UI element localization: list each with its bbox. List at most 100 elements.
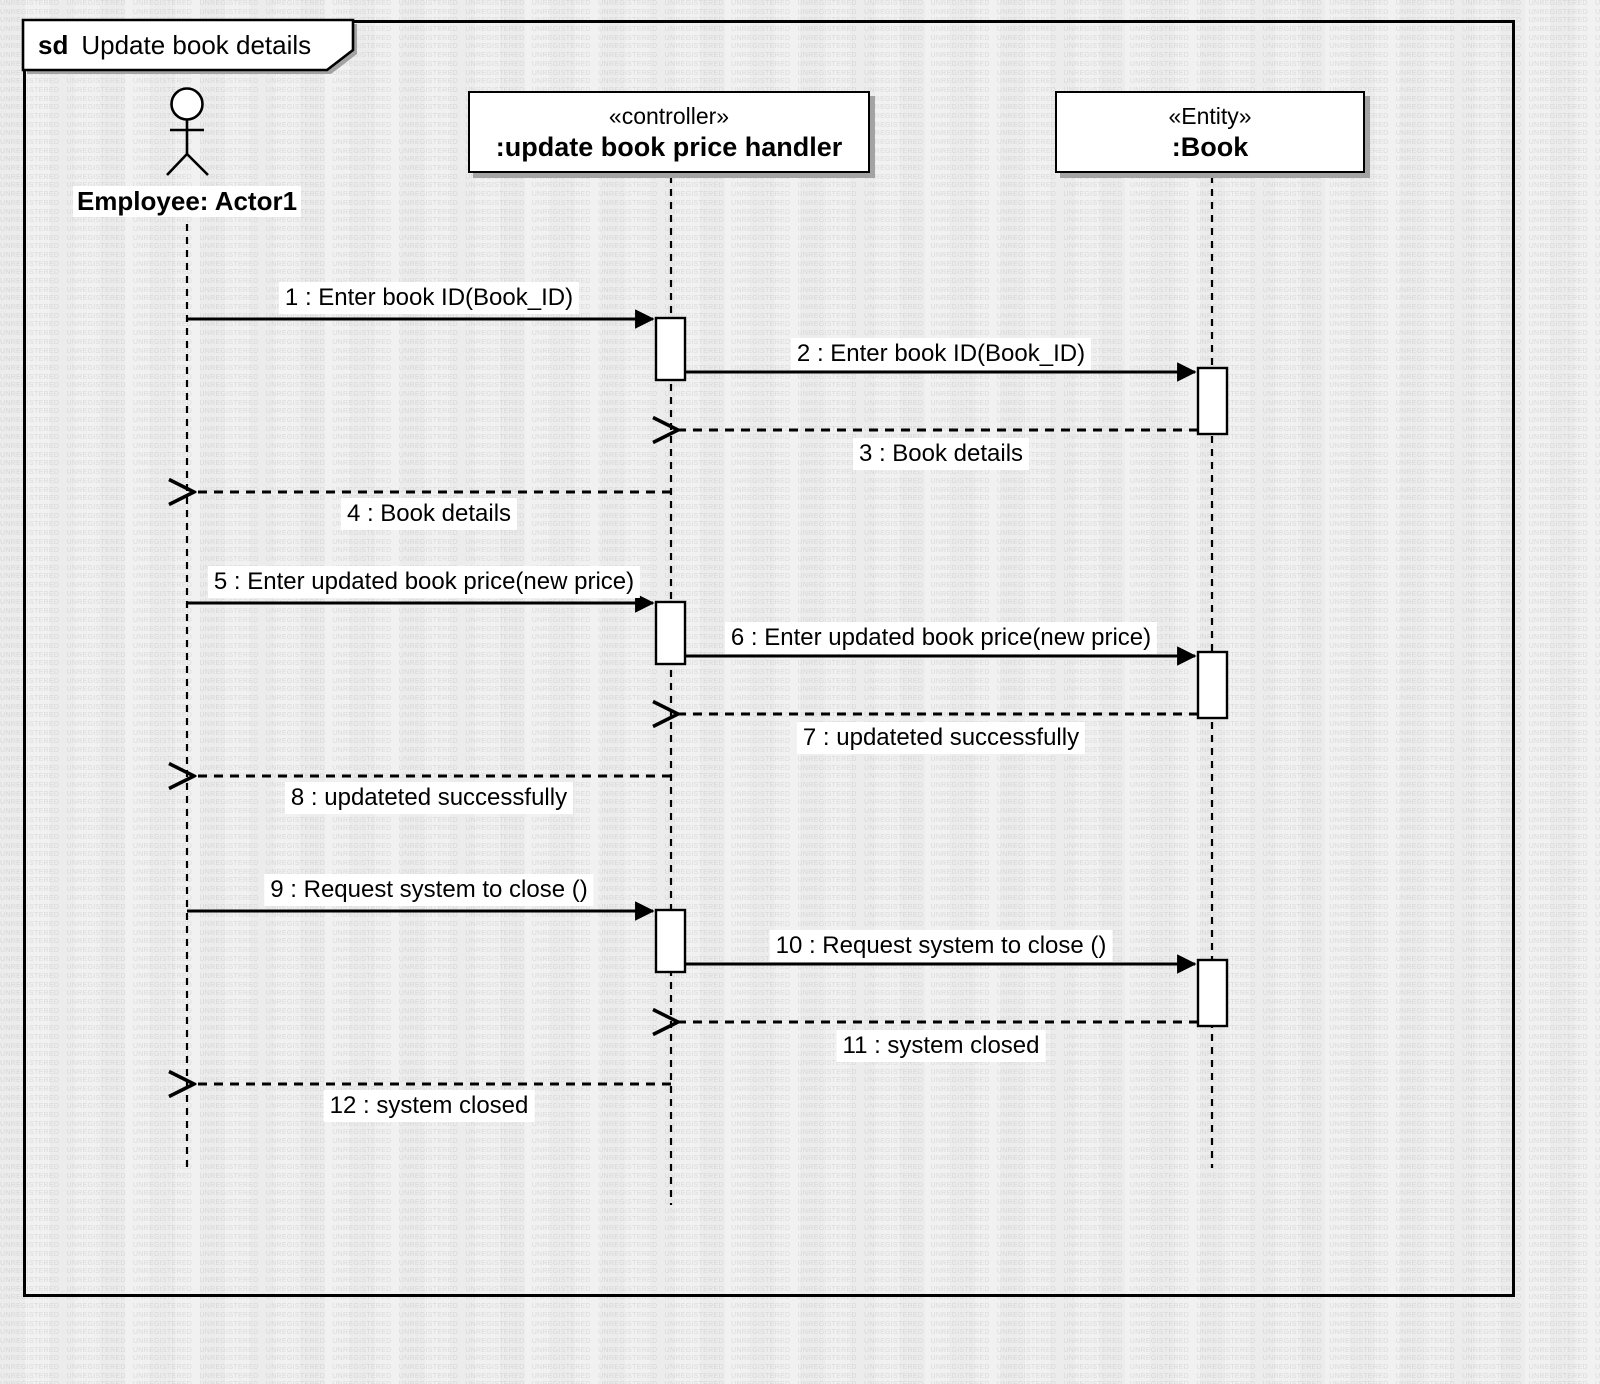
- watermark-row: UNREGISTERED UNREGISTERED UNREGISTERED U…: [0, 1051, 1600, 1059]
- watermark-row: UNREGISTERED UNREGISTERED UNREGISTERED U…: [0, 1372, 1600, 1380]
- watermark-row: UNREGISTERED UNREGISTERED UNREGISTERED U…: [0, 1251, 1600, 1258]
- activation-controller-1: [654, 316, 687, 382]
- watermark-row: UNREGISTERED UNREGISTERED UNREGISTERED U…: [0, 590, 1600, 598]
- watermark-row: UNREGISTERED UNREGISTERED UNREGISTERED U…: [0, 851, 1600, 859]
- watermark-row: UNREGISTERED UNREGISTERED UNREGISTERED U…: [0, 1190, 1600, 1198]
- watermark-row: UNREGISTERED UNREGISTERED UNREGISTERED U…: [0, 34, 1600, 42]
- watermark-row: UNREGISTERED UNREGISTERED UNREGISTERED U…: [0, 417, 1600, 424]
- watermark-row: UNREGISTERED UNREGISTERED UNREGISTERED U…: [0, 1077, 1600, 1085]
- watermark-row: UNREGISTERED UNREGISTERED UNREGISTERED U…: [0, 660, 1600, 668]
- watermark-row: UNREGISTERED UNREGISTERED UNREGISTERED U…: [0, 225, 1600, 233]
- watermark-row: UNREGISTERED UNREGISTERED UNREGISTERED U…: [0, 382, 1600, 390]
- watermark-row: UNREGISTERED UNREGISTERED UNREGISTERED U…: [0, 425, 1600, 433]
- watermark-row: UNREGISTERED UNREGISTERED UNREGISTERED U…: [0, 286, 1600, 294]
- watermark-row: UNREGISTERED UNREGISTERED UNREGISTERED U…: [0, 1007, 1600, 1015]
- watermark-row: UNREGISTERED UNREGISTERED UNREGISTERED U…: [0, 1164, 1600, 1172]
- watermark-row: UNREGISTERED UNREGISTERED UNREGISTERED U…: [0, 1138, 1600, 1146]
- watermark-row: UNREGISTERED UNREGISTERED UNREGISTERED U…: [0, 999, 1600, 1007]
- watermark-row: UNREGISTERED UNREGISTERED UNREGISTERED U…: [0, 1381, 1600, 1384]
- watermark-row: UNREGISTERED UNREGISTERED UNREGISTERED U…: [0, 60, 1600, 68]
- watermark-row: UNREGISTERED UNREGISTERED UNREGISTERED U…: [0, 1129, 1600, 1137]
- watermark-row: UNREGISTERED UNREGISTERED UNREGISTERED U…: [0, 330, 1600, 338]
- actor-leg-right: [186, 153, 209, 176]
- watermark-row: UNREGISTERED UNREGISTERED UNREGISTERED U…: [0, 790, 1600, 798]
- watermark-row: UNREGISTERED UNREGISTERED UNREGISTERED U…: [0, 903, 1600, 911]
- watermark-row: UNREGISTERED UNREGISTERED UNREGISTERED U…: [0, 469, 1600, 477]
- watermark-row: UNREGISTERED UNREGISTERED UNREGISTERED U…: [0, 764, 1600, 772]
- watermark-row: UNREGISTERED UNREGISTERED UNREGISTERED U…: [0, 894, 1600, 902]
- watermark-row: UNREGISTERED UNREGISTERED UNREGISTERED U…: [0, 234, 1600, 242]
- watermark-row: UNREGISTERED UNREGISTERED UNREGISTERED U…: [0, 408, 1600, 416]
- activation-controller-3: [654, 908, 687, 974]
- watermark-row: UNREGISTERED UNREGISTERED UNREGISTERED U…: [0, 990, 1600, 998]
- watermark-row: UNREGISTERED UNREGISTERED UNREGISTERED U…: [0, 1025, 1600, 1033]
- watermark-row: UNREGISTERED UNREGISTERED UNREGISTERED U…: [0, 964, 1600, 972]
- activation-controller-2: [654, 600, 687, 666]
- watermark-row: UNREGISTERED UNREGISTERED UNREGISTERED U…: [0, 1355, 1600, 1363]
- watermark-row: UNREGISTERED UNREGISTERED UNREGISTERED U…: [0, 278, 1600, 285]
- watermark-row: UNREGISTERED UNREGISTERED UNREGISTERED U…: [0, 1268, 1600, 1276]
- watermark-row: UNREGISTERED UNREGISTERED UNREGISTERED U…: [0, 781, 1600, 789]
- actor-figure: [166, 87, 209, 176]
- watermark-row: UNREGISTERED UNREGISTERED UNREGISTERED U…: [0, 191, 1600, 199]
- watermark-row: UNREGISTERED UNREGISTERED UNREGISTERED U…: [0, 1112, 1600, 1119]
- watermark-row: UNREGISTERED UNREGISTERED UNREGISTERED U…: [0, 390, 1600, 398]
- watermark-row: UNREGISTERED UNREGISTERED UNREGISTERED U…: [0, 173, 1600, 181]
- watermark-row: UNREGISTERED UNREGISTERED UNREGISTERED U…: [0, 529, 1600, 537]
- watermark-row: UNREGISTERED UNREGISTERED UNREGISTERED U…: [0, 755, 1600, 763]
- watermark-row: UNREGISTERED UNREGISTERED UNREGISTERED U…: [0, 495, 1600, 503]
- watermark-row: UNREGISTERED UNREGISTERED UNREGISTERED U…: [0, 1233, 1600, 1241]
- watermark-row: UNREGISTERED UNREGISTERED UNREGISTERED U…: [0, 1224, 1600, 1232]
- watermark-row: UNREGISTERED UNREGISTERED UNREGISTERED U…: [0, 1277, 1600, 1285]
- watermark-row: UNREGISTERED UNREGISTERED UNREGISTERED U…: [0, 1259, 1600, 1267]
- watermark-row: UNREGISTERED UNREGISTERED UNREGISTERED U…: [0, 399, 1600, 407]
- watermark-row: UNREGISTERED UNREGISTERED UNREGISTERED U…: [0, 886, 1600, 894]
- watermark-row: UNREGISTERED UNREGISTERED UNREGISTERED U…: [0, 1294, 1600, 1302]
- watermark-row: UNREGISTERED UNREGISTERED UNREGISTERED U…: [0, 373, 1600, 381]
- watermark-row: UNREGISTERED UNREGISTERED UNREGISTERED U…: [0, 1172, 1600, 1180]
- watermark-row: UNREGISTERED UNREGISTERED UNREGISTERED U…: [0, 1120, 1600, 1128]
- activation-book-1: [1196, 366, 1229, 436]
- watermark-row: UNREGISTERED UNREGISTERED UNREGISTERED U…: [0, 182, 1600, 190]
- watermark-row: UNREGISTERED UNREGISTERED UNREGISTERED U…: [0, 1042, 1600, 1050]
- watermark-row: UNREGISTERED UNREGISTERED UNREGISTERED U…: [0, 434, 1600, 442]
- watermark-row: UNREGISTERED UNREGISTERED UNREGISTERED U…: [0, 1033, 1600, 1041]
- watermark-row: UNREGISTERED UNREGISTERED UNREGISTERED U…: [0, 842, 1600, 850]
- watermark-row: UNREGISTERED UNREGISTERED UNREGISTERED U…: [0, 1242, 1600, 1250]
- watermark-row: UNREGISTERED UNREGISTERED UNREGISTERED U…: [0, 295, 1600, 303]
- watermark-row: UNREGISTERED UNREGISTERED UNREGISTERED U…: [0, 1094, 1600, 1102]
- watermark-row: UNREGISTERED UNREGISTERED UNREGISTERED U…: [0, 1346, 1600, 1354]
- watermark-row: UNREGISTERED UNREGISTERED UNREGISTERED U…: [0, 69, 1600, 77]
- watermark-row: UNREGISTERED UNREGISTERED UNREGISTERED U…: [0, 521, 1600, 529]
- watermark-row: UNREGISTERED UNREGISTERED UNREGISTERED U…: [0, 868, 1600, 876]
- watermark-row: UNREGISTERED UNREGISTERED UNREGISTERED U…: [0, 217, 1600, 225]
- watermark-row: UNREGISTERED UNREGISTERED UNREGISTERED U…: [0, 243, 1600, 251]
- watermark-row: UNREGISTERED UNREGISTERED UNREGISTERED U…: [0, 825, 1600, 833]
- watermark-row: UNREGISTERED UNREGISTERED UNREGISTERED U…: [0, 712, 1600, 720]
- title-tab: [21, 18, 355, 72]
- watermark-row: UNREGISTERED UNREGISTERED UNREGISTERED U…: [0, 816, 1600, 824]
- watermark-row: UNREGISTERED UNREGISTERED UNREGISTERED U…: [0, 312, 1600, 320]
- watermark-row: UNREGISTERED UNREGISTERED UNREGISTERED U…: [0, 251, 1600, 259]
- watermark-row: UNREGISTERED UNREGISTERED UNREGISTERED U…: [0, 973, 1600, 980]
- watermark-row: UNREGISTERED UNREGISTERED UNREGISTERED U…: [0, 304, 1600, 312]
- watermark-row: UNREGISTERED UNREGISTERED UNREGISTERED U…: [0, 199, 1600, 207]
- watermark-row: UNREGISTERED UNREGISTERED UNREGISTERED U…: [0, 512, 1600, 520]
- watermark-row: UNREGISTERED UNREGISTERED UNREGISTERED U…: [0, 1329, 1600, 1337]
- watermark-row: UNREGISTERED UNREGISTERED UNREGISTERED U…: [0, 1059, 1600, 1067]
- watermark-row: UNREGISTERED UNREGISTERED UNREGISTERED U…: [0, 920, 1600, 928]
- watermark-row: UNREGISTERED UNREGISTERED UNREGISTERED U…: [0, 486, 1600, 494]
- watermark-row: UNREGISTERED UNREGISTERED UNREGISTERED U…: [0, 443, 1600, 451]
- watermark-row: UNREGISTERED UNREGISTERED UNREGISTERED U…: [0, 703, 1600, 711]
- watermark-row: UNREGISTERED UNREGISTERED UNREGISTERED U…: [0, 1303, 1600, 1311]
- watermark-row: UNREGISTERED UNREGISTERED UNREGISTERED U…: [0, 564, 1600, 572]
- watermark-row: UNREGISTERED UNREGISTERED UNREGISTERED U…: [0, 877, 1600, 885]
- watermark-row: UNREGISTERED UNREGISTERED UNREGISTERED U…: [0, 981, 1600, 989]
- watermark-row: UNREGISTERED UNREGISTERED UNREGISTERED U…: [0, 1285, 1600, 1293]
- watermark-row: UNREGISTERED UNREGISTERED UNREGISTERED U…: [0, 538, 1600, 546]
- watermark-row: UNREGISTERED UNREGISTERED UNREGISTERED U…: [0, 451, 1600, 459]
- watermark-row: UNREGISTERED UNREGISTERED UNREGISTERED U…: [0, 573, 1600, 581]
- watermark-row: UNREGISTERED UNREGISTERED UNREGISTERED U…: [0, 78, 1600, 86]
- actor-leg-left: [166, 153, 188, 176]
